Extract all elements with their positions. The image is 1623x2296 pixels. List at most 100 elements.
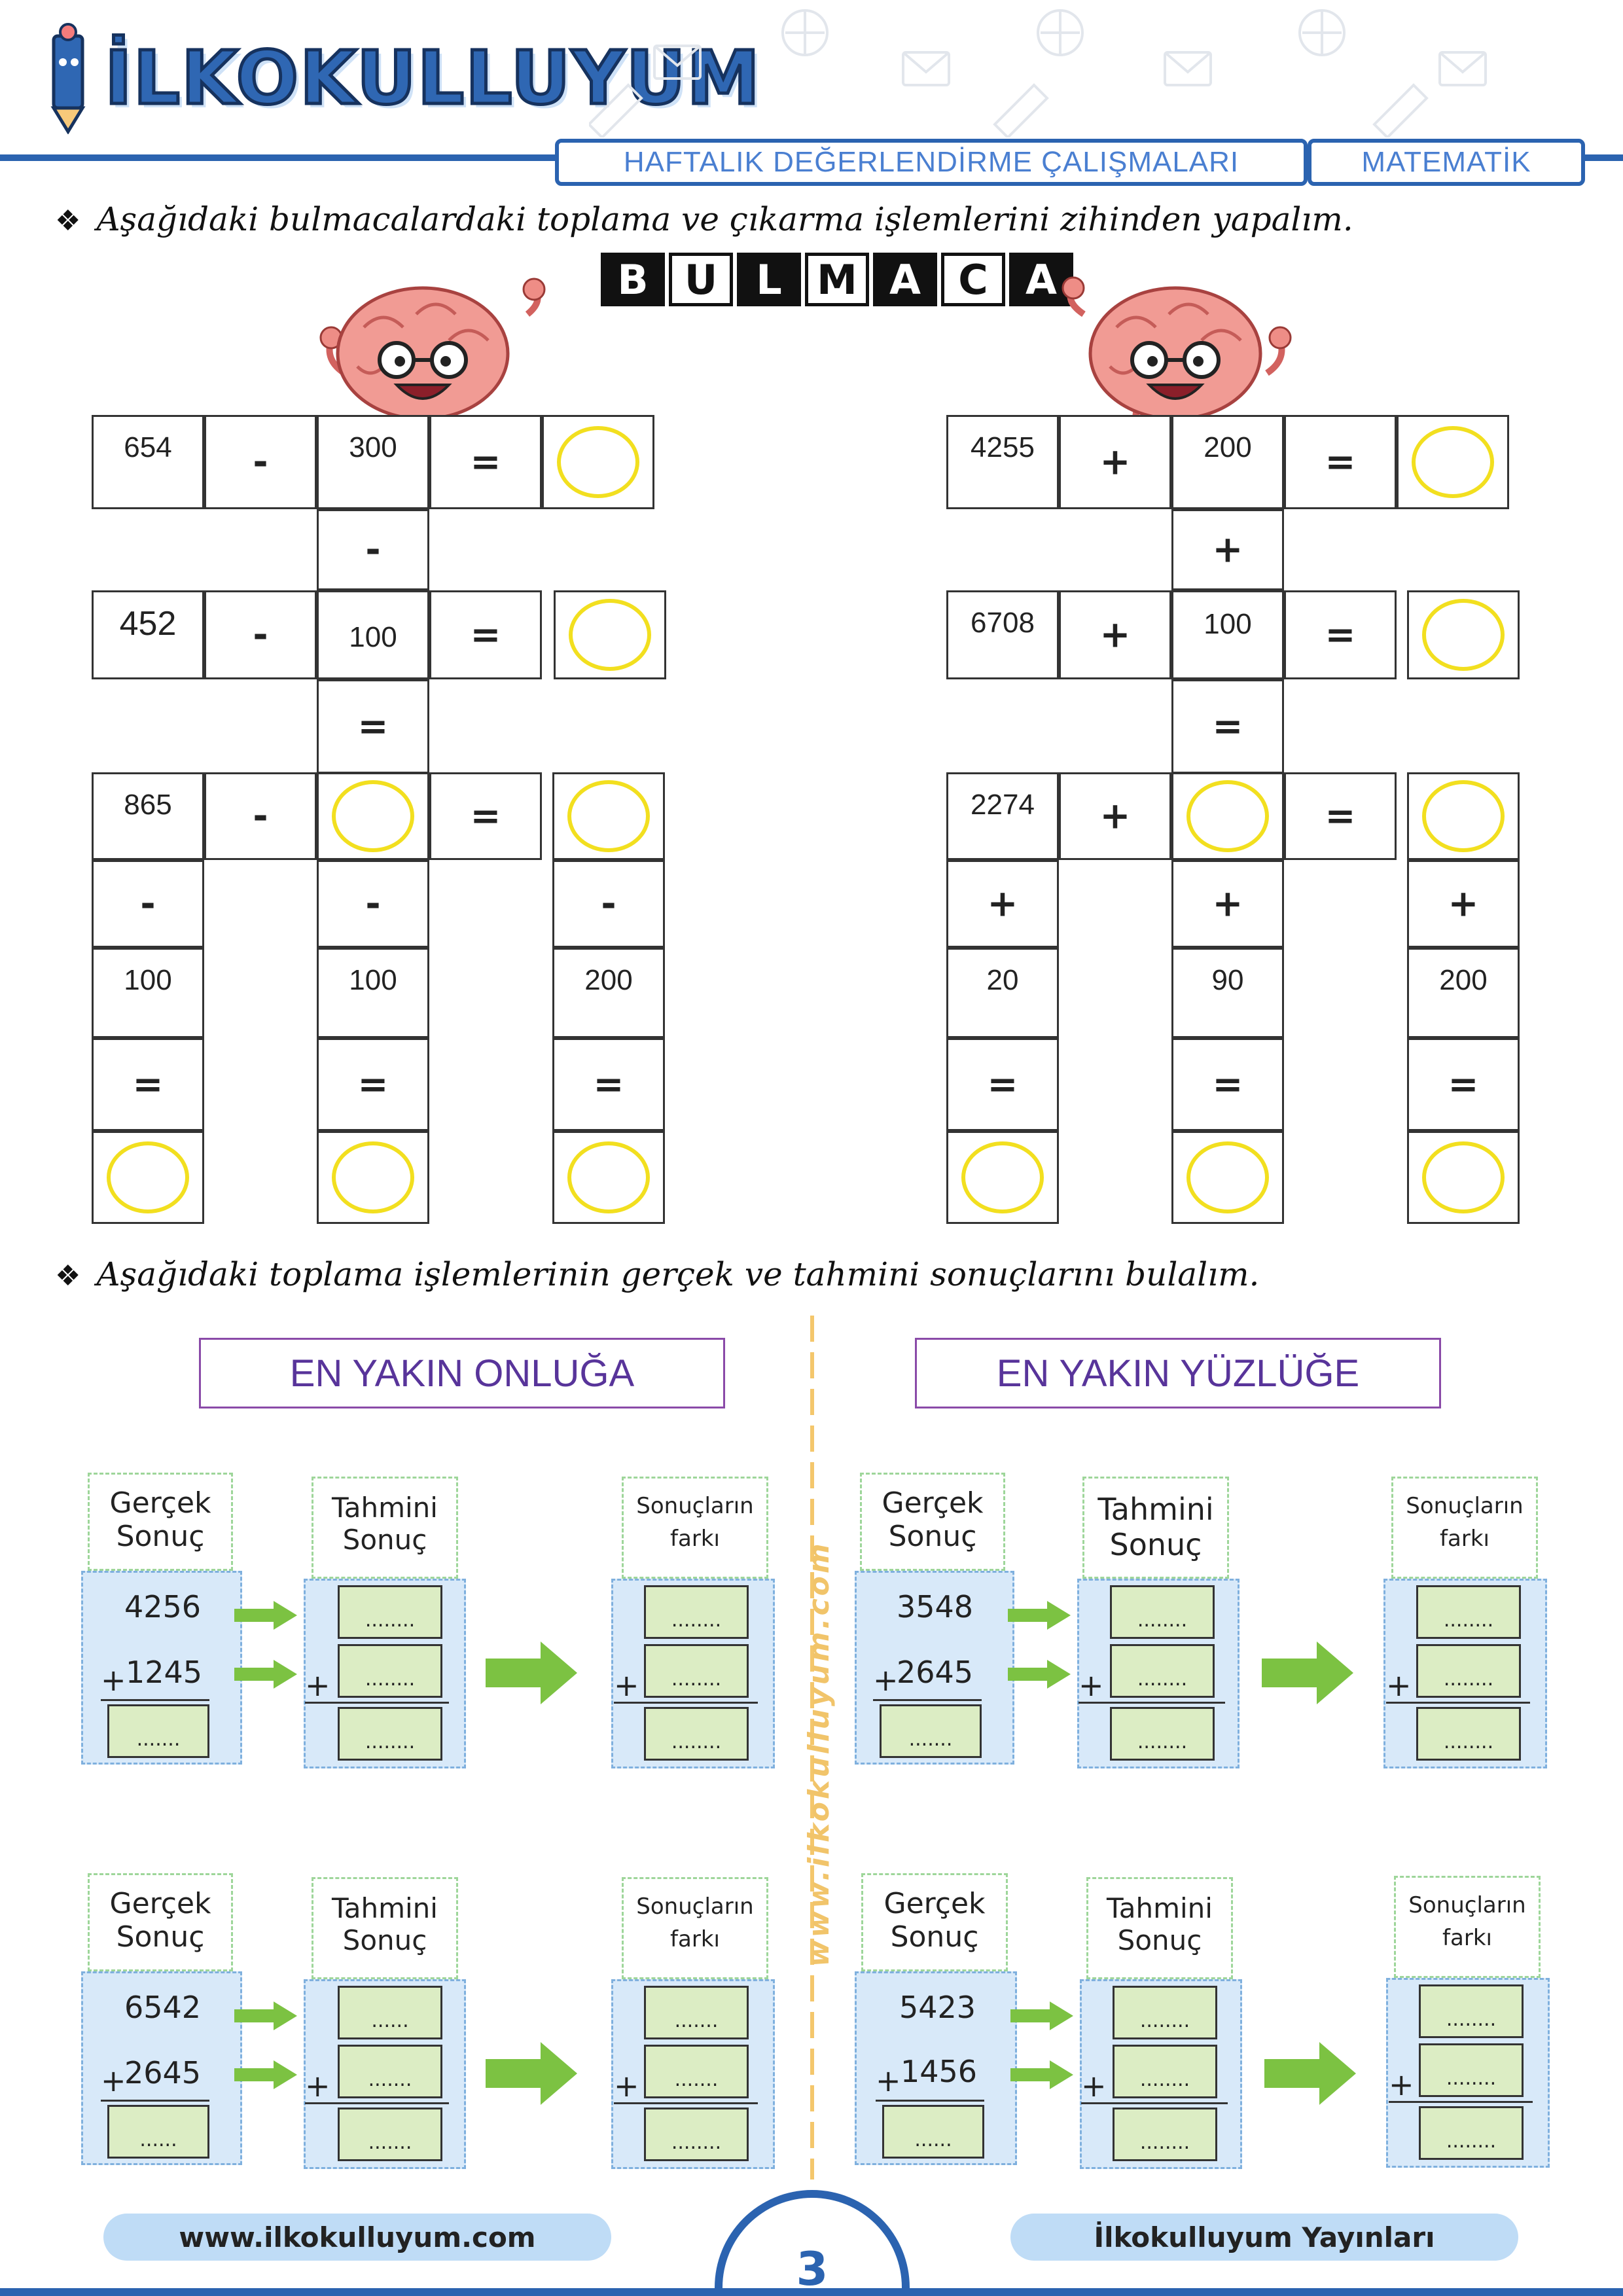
estimated-bottom-input[interactable]: ....... <box>338 2045 442 2098</box>
estimated-sum-input[interactable]: ........ <box>1110 1707 1215 1761</box>
estimated-sum-input[interactable]: ....... <box>338 2108 442 2161</box>
difference-top-input[interactable]: ........ <box>644 1585 749 1639</box>
answer-cell[interactable] <box>92 1131 204 1224</box>
puzzle-cell: = <box>1284 772 1397 860</box>
label-line: Sonuç <box>888 1520 977 1553</box>
addend-bottom: 2645 <box>897 1655 974 1690</box>
label-line: Sonuçların <box>636 1893 754 1920</box>
difference-result-input[interactable]: ........ <box>1419 2106 1524 2160</box>
difference-bottom-input[interactable]: ....... <box>644 2045 749 2098</box>
green-arrow-icon <box>234 1660 297 1689</box>
equals-sign: = <box>470 440 501 484</box>
estimated-sum-input[interactable]: ........ <box>1113 2108 1217 2161</box>
plus-sign: + <box>614 2068 639 2104</box>
answer-cell[interactable] <box>1171 1131 1284 1224</box>
difference-result-input[interactable]: ........ <box>1416 1707 1521 1761</box>
answer-cell[interactable] <box>542 415 654 509</box>
answer-circle[interactable] <box>1186 1141 1269 1213</box>
answer-circle[interactable] <box>557 426 639 498</box>
answer-circle[interactable] <box>1186 780 1269 852</box>
puzzle-cell: = <box>429 415 542 509</box>
label-line: farkı <box>1442 1925 1492 1951</box>
answer-cell[interactable] <box>552 1131 665 1224</box>
plus-sign: + <box>101 2063 126 2098</box>
difference-bottom-input[interactable]: ........ <box>1419 2043 1524 2097</box>
plus-sign: + <box>876 2063 901 2098</box>
estimated-bottom-input[interactable]: ........ <box>1110 1644 1215 1698</box>
difference-result-input[interactable]: ........ <box>644 1707 749 1761</box>
addend-top: 5423 <box>899 1990 976 2025</box>
label-line: Sonuç <box>1117 1924 1202 1956</box>
answer-cell[interactable] <box>1407 772 1520 860</box>
difference-bottom-input[interactable]: ........ <box>1416 1644 1521 1698</box>
answer-circle[interactable] <box>1422 780 1505 852</box>
answer-cell[interactable] <box>317 1131 429 1224</box>
sum-line <box>873 1699 982 1701</box>
real-sum-input[interactable]: ...... <box>882 2105 984 2159</box>
estimated-bottom-input[interactable]: ........ <box>338 1644 442 1698</box>
answer-circle[interactable] <box>1422 599 1505 671</box>
answer-circle[interactable] <box>567 1141 650 1213</box>
sum-line <box>1079 1702 1225 1704</box>
answer-circle[interactable] <box>567 780 650 852</box>
bulmaca-letter: C <box>941 253 1005 306</box>
estimated-top-input[interactable]: ...... <box>338 1986 442 2039</box>
bulmaca-letter: U <box>669 253 733 306</box>
estimated-bottom-input[interactable]: ........ <box>1113 2045 1217 2098</box>
puzzle-cell: - <box>204 772 317 860</box>
answer-circle[interactable] <box>569 599 651 671</box>
answer-cell[interactable] <box>1407 590 1520 679</box>
answer-cell[interactable] <box>946 1131 1059 1224</box>
answer-circle[interactable] <box>332 1141 414 1213</box>
puzzle-cell: 452 <box>92 590 204 679</box>
answer-cell[interactable] <box>552 772 665 860</box>
difference-top-input[interactable]: ....... <box>644 1986 749 2039</box>
estimated-top-input[interactable]: ........ <box>1110 1585 1215 1639</box>
answer-circle[interactable] <box>1422 1141 1505 1213</box>
puzzle-cell: + <box>1407 860 1520 948</box>
green-arrow-icon <box>1008 1660 1071 1689</box>
equals-sign: = <box>132 1063 164 1106</box>
footer-publisher: İlkokulluyum Yayınları <box>1010 2214 1518 2261</box>
real-sum-input[interactable]: ...... <box>107 2105 209 2159</box>
puzzle-cell: = <box>1407 1038 1520 1131</box>
puzzle-number: 2274 <box>971 789 1035 821</box>
answer-circle[interactable] <box>107 1141 189 1213</box>
plus-sign: + <box>1386 1668 1412 1703</box>
answer-cell[interactable] <box>1397 415 1509 509</box>
puzzle-number: 20 <box>986 964 1019 996</box>
estimated-top-input[interactable]: ........ <box>338 1585 442 1639</box>
difference-bottom-input[interactable]: ........ <box>644 1644 749 1698</box>
estimated-top-input[interactable]: ........ <box>1113 1986 1217 2039</box>
minus-sign: - <box>253 440 268 484</box>
difference-top-input[interactable]: ........ <box>1416 1585 1521 1639</box>
answer-cell[interactable] <box>554 590 666 679</box>
puzzle-cell: 100 <box>1171 590 1284 679</box>
estimated-sum-input[interactable]: ........ <box>338 1707 442 1761</box>
puzzle-cell: + <box>1059 590 1171 679</box>
answer-cell[interactable] <box>1171 772 1284 860</box>
answer-cell[interactable] <box>1407 1131 1520 1224</box>
difference-result-input[interactable]: ........ <box>644 2108 749 2161</box>
puzzle-cell: 200 <box>552 948 665 1038</box>
difference-top-input[interactable]: ........ <box>1419 1984 1524 2038</box>
sum-line <box>101 1699 209 1701</box>
real-sum-input[interactable]: ....... <box>880 1704 982 1758</box>
real-sum-input[interactable]: ....... <box>107 1704 209 1758</box>
puzzle-cell: 100 <box>317 590 429 679</box>
answer-circle[interactable] <box>1412 426 1494 498</box>
answer-circle[interactable] <box>961 1141 1044 1213</box>
answer-cell[interactable] <box>317 772 429 860</box>
label-line: Sonuç <box>342 1524 427 1556</box>
big-green-arrow-icon <box>486 1641 577 1704</box>
footer-website[interactable]: www.ilkokulluyum.com <box>103 2214 611 2261</box>
puzzle-cell: 200 <box>1171 415 1284 509</box>
answer-circle[interactable] <box>332 780 414 852</box>
puzzle-cell: + <box>1171 509 1284 590</box>
puzzle-cell: 2274 <box>946 772 1059 860</box>
equals-sign: = <box>470 613 501 656</box>
